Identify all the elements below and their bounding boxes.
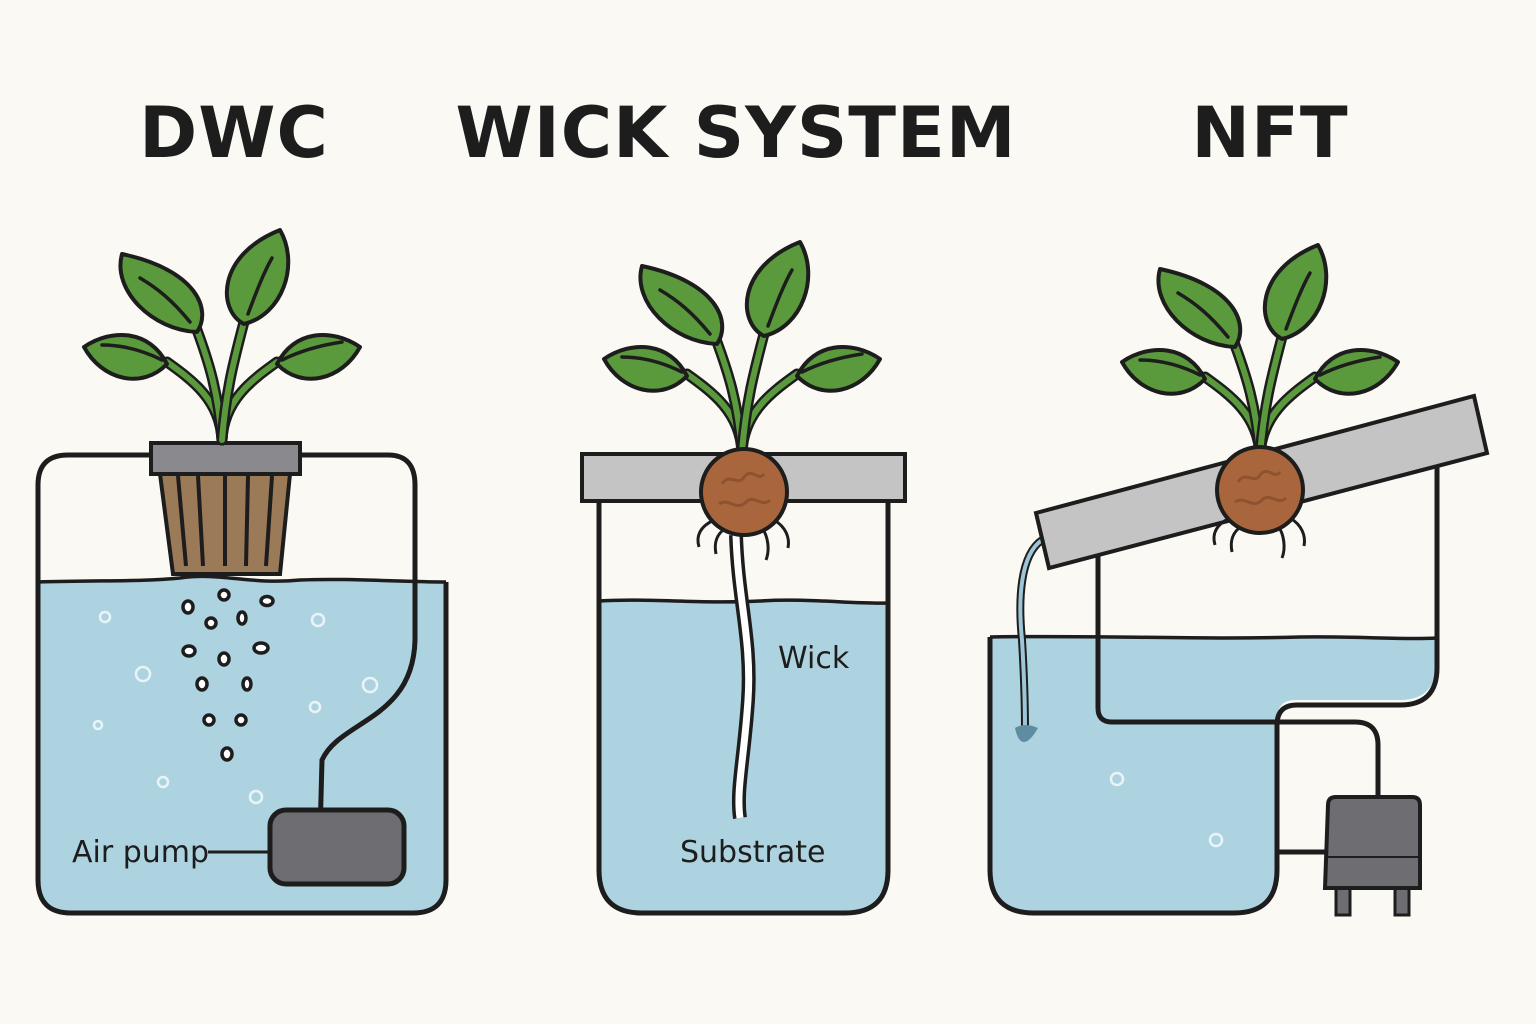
water-drop-icon — [1015, 725, 1038, 742]
wick-water-line — [598, 598, 889, 605]
dwc-tank — [35, 452, 449, 916]
air-pump — [267, 807, 407, 887]
dwc-system: Air pump — [35, 230, 449, 916]
air-bubbles — [181, 588, 275, 762]
net-pot-rim — [149, 441, 302, 476]
nft-rootball — [1211, 445, 1307, 560]
wick-container — [596, 503, 891, 916]
dwc-air-tube — [317, 560, 418, 836]
wick-system: Wick Substrate — [580, 242, 907, 916]
nft-water — [990, 636, 1437, 913]
dwc-plant — [84, 230, 360, 440]
wick-plant — [604, 242, 880, 452]
nft-water-line — [989, 634, 1438, 641]
wick-system-title: WICK SYSTEM — [455, 92, 1017, 174]
water-pump — [1322, 795, 1422, 917]
nft-return-pipe — [1095, 545, 1381, 800]
nft-system — [987, 245, 1490, 917]
substrate-label: Substrate — [680, 835, 825, 870]
nft-reservoir — [987, 465, 1440, 916]
nft-title: NFT — [1191, 92, 1349, 174]
dwc-title: DWC — [139, 92, 329, 174]
nft-plant — [1122, 245, 1398, 455]
air-pump-label: Air pump — [72, 835, 209, 870]
nft-water-bubbles — [1109, 771, 1224, 848]
dwc-water-line — [37, 574, 447, 584]
water-bubbles — [92, 610, 379, 805]
wick-label: Wick — [778, 641, 850, 676]
